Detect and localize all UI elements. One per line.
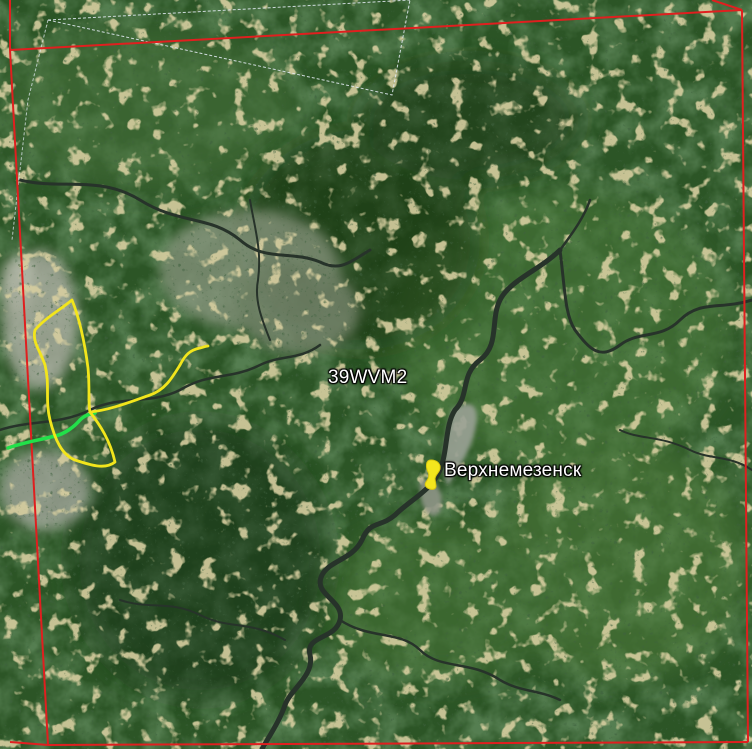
neighbor-tile-border-b <box>47 0 411 96</box>
rivers <box>0 178 752 749</box>
southwest-stream <box>119 599 286 641</box>
tile-border <box>9 0 749 746</box>
east-stream <box>619 429 752 471</box>
south-tributary <box>338 618 562 702</box>
west-river <box>18 178 372 268</box>
yellow-track <box>32 298 210 468</box>
pushpin-icon[interactable] <box>418 458 444 492</box>
main-river <box>259 247 563 749</box>
green-track <box>6 411 97 450</box>
north-stream <box>249 199 271 341</box>
east-tributary <box>558 248 752 354</box>
neighbor-tile-border <box>47 0 411 21</box>
west-river-branch <box>0 343 322 432</box>
settlement-label[interactable]: Верхнемезенск <box>444 460 582 481</box>
north-tributary <box>558 198 592 252</box>
tile-id-label: 39WVM2 <box>328 367 408 388</box>
